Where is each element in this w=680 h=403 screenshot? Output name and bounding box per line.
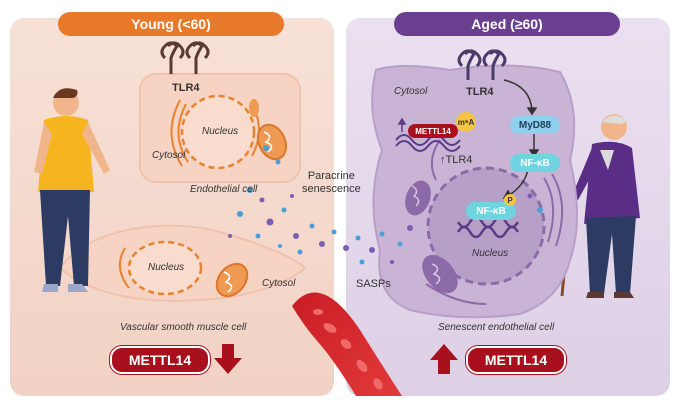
mettl14-pill-left: METTL14 bbox=[110, 346, 210, 374]
senescent-endothelial-cell bbox=[371, 64, 578, 319]
nfkb-nuclear-node: NF-κB bbox=[466, 202, 516, 220]
mitochondrion-icon bbox=[249, 99, 259, 117]
tlr4-label-left: TLR4 bbox=[172, 82, 200, 94]
mettl14-tag: METTL14 bbox=[408, 124, 458, 138]
receptor-icon bbox=[457, 49, 507, 80]
nfkb-node: NF-κB bbox=[510, 154, 560, 172]
mitochondrion-icon bbox=[405, 180, 431, 216]
blood-vessel-icon bbox=[292, 292, 402, 396]
phospho-badge: P bbox=[504, 194, 516, 206]
paracrine-senescence-label: Paracrine senescence bbox=[302, 170, 361, 195]
nucleus-label-left: Nucleus bbox=[202, 126, 239, 137]
senescent-caption: Senescent endothelial cell bbox=[438, 322, 555, 333]
dna-icon bbox=[456, 215, 520, 239]
cytosol-label-right: Cytosol bbox=[394, 86, 428, 97]
nucleus-label-right: Nucleus bbox=[472, 248, 509, 259]
mitochondrion-icon bbox=[215, 262, 249, 298]
mettl14-up-arrow bbox=[397, 117, 407, 132]
cytosol-label-left: Cytosol bbox=[152, 150, 186, 161]
m6a-badge: m⁶A bbox=[456, 112, 476, 132]
young-header: Young (<60) bbox=[58, 12, 284, 36]
mettl14-pill-right: METTL14 bbox=[466, 346, 566, 374]
sasps-label: SASPs bbox=[356, 278, 391, 290]
arrow-down-icon bbox=[214, 344, 242, 374]
smc-caption: Vascular smooth muscle cell bbox=[120, 322, 247, 333]
mitochondrion-icon bbox=[422, 254, 458, 294]
receptor-icon bbox=[160, 41, 210, 74]
smc-nucleus-label: Nucleus bbox=[148, 262, 185, 273]
old-man-icon bbox=[560, 114, 640, 298]
endothelial-caption: Endothelial cell bbox=[190, 184, 258, 195]
tlr4-label-right: TLR4 bbox=[466, 86, 494, 98]
smc-cytosol-label: Cytosol bbox=[262, 278, 296, 289]
mrna-icon bbox=[395, 134, 461, 152]
sasp-particles bbox=[228, 145, 543, 265]
tlr4-up-label: ↑TLR4 bbox=[440, 154, 473, 166]
myd88-node: MyD88 bbox=[510, 116, 560, 134]
young-man-icon bbox=[34, 88, 110, 292]
aged-header: Aged (≥60) bbox=[394, 12, 620, 36]
arrow-up-icon bbox=[430, 344, 458, 374]
